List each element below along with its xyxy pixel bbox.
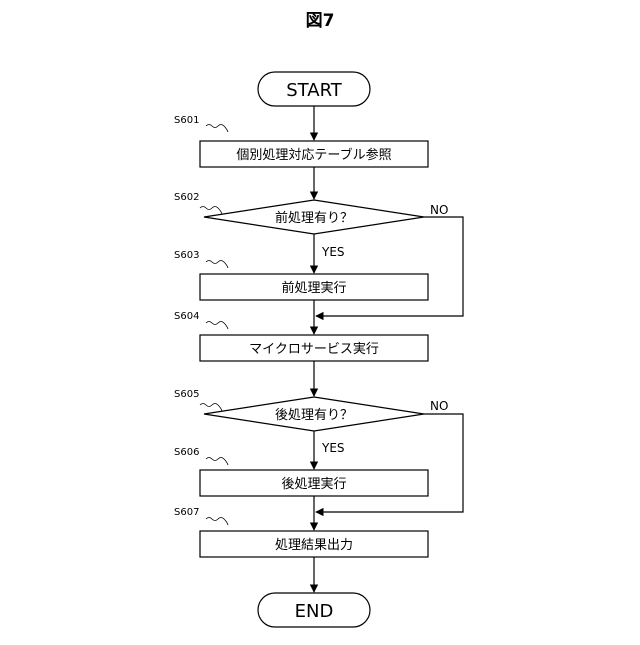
step-id-s601: S601 (174, 115, 199, 126)
step-id-s605: S605 (174, 389, 199, 400)
connector-no-s602 (316, 217, 463, 316)
step-id-s606: S606 (174, 447, 199, 458)
step-id-s604: S604 (174, 311, 199, 322)
step-id-s607: S607 (174, 507, 199, 518)
start-label: START (286, 80, 343, 101)
step-id-s603: S603 (174, 250, 199, 261)
step-leader-s607 (206, 518, 228, 526)
process-label-s603: 前処理実行 (281, 280, 346, 296)
step-leader-s602 (200, 207, 222, 215)
decision-label-s605: 後処理有り？ (275, 408, 353, 423)
step-leader-s604 (206, 322, 228, 330)
branch-no-s602: NO (430, 203, 448, 217)
process-label-s601: 個別処理対応テーブル参照 (236, 147, 391, 163)
step-leader-s605 (200, 404, 222, 412)
branch-yes-s602: YES (321, 245, 345, 259)
step-leader-s601 (206, 125, 228, 133)
decision-label-s602: 前処理有り？ (275, 210, 353, 226)
step-leader-s606 (206, 458, 228, 466)
process-label-s607: 処理結果出力 (275, 538, 353, 553)
branch-yes-s605: YES (321, 441, 345, 455)
branch-no-s605: NO (430, 399, 448, 413)
connector-no-s605 (316, 414, 463, 512)
step-leader-s603 (206, 261, 228, 269)
figure-title: 図7 (306, 11, 335, 31)
process-label-s606: 後処理実行 (281, 476, 346, 492)
process-label-s604: マイクロサービス実行 (249, 341, 379, 357)
step-id-s602: S602 (174, 192, 199, 203)
end-label: END (295, 601, 334, 622)
